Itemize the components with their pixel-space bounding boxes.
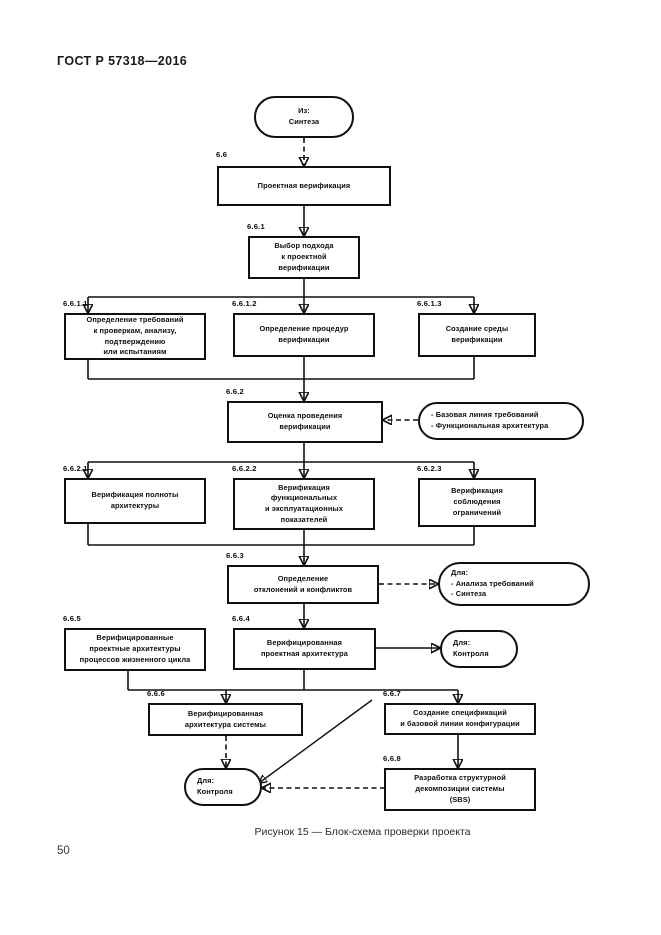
node-label: Верификация полноты архитектуры [91, 490, 179, 510]
node-label: Разработка структурной декомпозиции сист… [414, 773, 506, 804]
document-header: ГОСТ Р 57318—2016 [57, 54, 188, 68]
node-verified-lifecycle-design-architectures[interactable]: Верифицированные проектные архитектуры п… [64, 628, 206, 671]
node-tag-6-6-1: 6.6.1 [247, 222, 265, 231]
node-verified-system-architecture[interactable]: Верифицированная архитектура системы [148, 703, 303, 736]
node-design-verification[interactable]: Проектная верификация [217, 166, 391, 206]
node-tag-6-6-3: 6.6.3 [226, 551, 244, 560]
node-verified-design-architecture[interactable]: Верифицированная проектная архитектура [233, 628, 376, 670]
node-verify-functional-performance[interactable]: Верификация функциональных и эксплуатаци… [233, 478, 375, 530]
node-label: Определение процедур верификации [259, 324, 349, 344]
node-tag-6-6-2: 6.6.2 [226, 387, 244, 396]
node-develop-system-breakdown-structure[interactable]: Разработка структурной декомпозиции сист… [384, 768, 536, 811]
node-define-verification-procedures[interactable]: Определение процедур верификации [233, 313, 375, 357]
figure-caption-text: Рисунок 15 — Блок-схема проверки проекта [254, 826, 471, 838]
node-label: Проектная верификация [257, 180, 351, 190]
node-output-requirements-analysis-synthesis[interactable]: Для: - Анализа требований - Синтеза [438, 562, 590, 606]
node-create-verification-environment[interactable]: Создание среды верификации [418, 313, 536, 357]
node-output-control-1[interactable]: Для: Контроля [440, 630, 518, 668]
node-select-verification-approach[interactable]: Выбор подхода к проектной верификации [248, 236, 360, 279]
node-create-specifications-configuration-baseline[interactable]: Создание спецификаций и базовой линии ко… [384, 703, 536, 735]
node-label: Для: Контроля [453, 638, 489, 658]
node-label: Для: - Анализа требований - Синтеза [451, 567, 534, 599]
node-output-control-2[interactable]: Для: Контроля [184, 768, 262, 806]
node-tag-6-6-5: 6.6.5 [63, 614, 81, 623]
node-evaluate-verification[interactable]: Оценка проведения верификации [227, 401, 383, 443]
node-tag-6-6-2-3: 6.6.2.3 [417, 464, 442, 473]
node-label: Оценка проведения верификации [267, 411, 343, 431]
node-label: Определение отклонений и конфликтов [253, 573, 353, 594]
node-identify-deviations-conflicts[interactable]: Определение отклонений и конфликтов [227, 565, 379, 604]
node-input-synthesis[interactable]: Из: Синтеза [254, 96, 354, 138]
node-tag-6-6-1-1: 6.6.1.1 [63, 299, 88, 308]
node-tag-6-6-7: 6.6.7 [383, 689, 401, 698]
node-label: Определение требований к проверкам, анал… [86, 315, 184, 357]
node-tag-6-6-6: 6.6.6 [147, 689, 165, 698]
node-label: Верифицированная архитектура системы [184, 708, 267, 729]
node-tag-6-6-8: 6.6.8 [383, 754, 401, 763]
node-label: Создание спецификаций и базовой линии ко… [400, 708, 520, 728]
node-label: Выбор подхода к проектной верификации [274, 241, 334, 272]
node-label: Из: Синтеза [288, 106, 320, 126]
node-tag-6-6-1-3: 6.6.1.3 [417, 299, 442, 308]
node-label: - Базовая линия требований - Функциональ… [431, 410, 549, 430]
node-define-requirements[interactable]: Определение требований к проверкам, анал… [64, 313, 206, 360]
node-verify-architecture-completeness[interactable]: Верификация полноты архитектуры [64, 478, 206, 524]
node-label: Верификация соблюдения ограничений [451, 486, 503, 517]
page-number: 50 [57, 845, 70, 857]
figure-caption: Рисунок 15 — Блок-схема проверки проекта [0, 826, 661, 838]
node-label: Верификация функциональных и эксплуатаци… [264, 482, 344, 524]
node-requirements-baseline[interactable]: - Базовая линия требований - Функциональ… [418, 402, 584, 440]
node-tag-6-6-1-2: 6.6.1.2 [232, 299, 257, 308]
node-label: Создание среды верификации [445, 324, 509, 344]
node-tag-6-6-2-1: 6.6.2.1 [63, 464, 88, 473]
node-label: Для: Контроля [197, 776, 233, 796]
node-tag-6-6: 6.6 [216, 150, 228, 159]
node-tag-6-6-4: 6.6.4 [232, 614, 250, 623]
node-tag-6-6-2-2: 6.6.2.2 [232, 464, 257, 473]
node-verify-constraints-compliance[interactable]: Верификация соблюдения ограничений [418, 478, 536, 527]
node-label: Верифицированные проектные архитектуры п… [79, 633, 191, 664]
node-label: Верифицированная проектная архитектура [260, 638, 348, 658]
